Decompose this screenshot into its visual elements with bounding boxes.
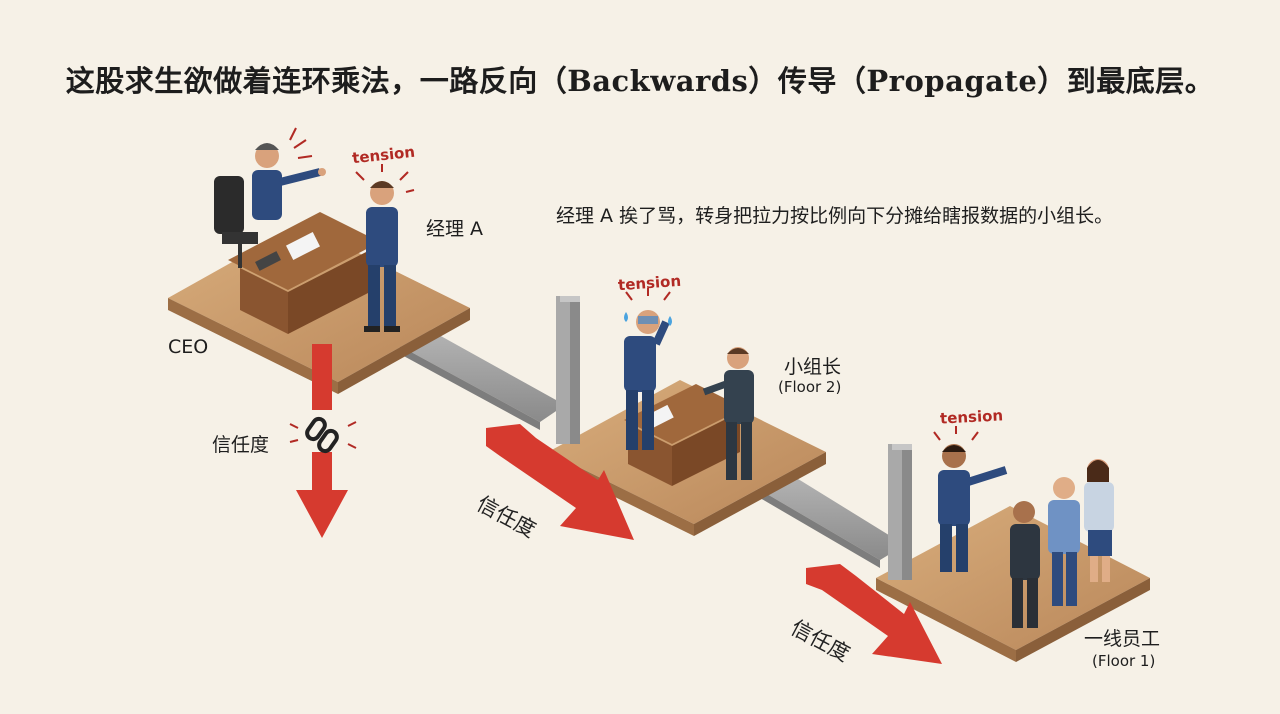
data-reporter-figure bbox=[702, 347, 754, 480]
pillar-1 bbox=[556, 296, 580, 444]
ceo-chair bbox=[214, 176, 258, 268]
pillar-2 bbox=[888, 444, 912, 580]
manager-stress-marks bbox=[355, 164, 415, 193]
tension-label-3: tension bbox=[939, 406, 1004, 428]
beam-2 bbox=[760, 474, 905, 568]
sweat-drops bbox=[624, 312, 672, 326]
broken-chain-icon bbox=[305, 416, 339, 454]
label-staff-floor: (Floor 1) bbox=[1092, 652, 1156, 670]
team-lead-stress-marks bbox=[625, 288, 671, 301]
ceo-anger-marks bbox=[289, 127, 313, 159]
floor1-stress-marks bbox=[933, 426, 979, 441]
floor1-manager-figure bbox=[938, 444, 1008, 572]
page-title: 这股求生欲做着连环乘法，一路反向（Backwards）传导（Propagate）… bbox=[65, 64, 1215, 98]
manager-a-figure bbox=[364, 181, 400, 332]
team-lead-stressed-figure bbox=[624, 310, 670, 450]
trust-arrow-ceo bbox=[296, 344, 348, 538]
ceo-desk bbox=[228, 212, 380, 334]
label-manager-a: 经理 A bbox=[426, 218, 484, 240]
label-team-lead: 小组长 bbox=[784, 356, 842, 378]
label-ceo: CEO bbox=[168, 336, 209, 358]
caption-text: 经理 A 挨了骂，转身把拉力按比例向下分摊给瞎报数据的小组长。 bbox=[556, 205, 1114, 227]
label-team-lead-floor: (Floor 2) bbox=[778, 378, 842, 396]
label-staff: 一线员工 bbox=[1084, 628, 1161, 650]
staff-group-figures bbox=[1010, 459, 1114, 628]
beam-1 bbox=[400, 330, 565, 430]
chain-break-marks bbox=[289, 421, 357, 449]
ceo-figure bbox=[252, 143, 326, 220]
trust-arrow-floor2 bbox=[486, 424, 634, 540]
label-trust-ceo: 信任度 bbox=[212, 434, 270, 456]
trust-arrow-floor1 bbox=[806, 564, 942, 664]
